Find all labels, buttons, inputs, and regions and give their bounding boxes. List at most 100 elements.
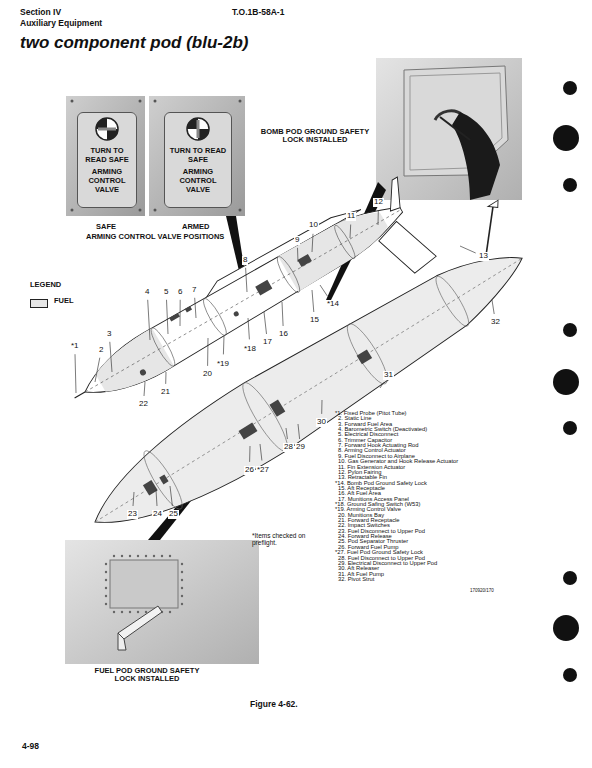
page-number: 4-98: [22, 742, 39, 751]
callout-number: *14: [326, 300, 340, 309]
leader-line: [321, 400, 322, 414]
callout-number: *27: [256, 466, 270, 475]
fuel-pod-drawing-g-rect: [143, 480, 158, 495]
placard-text: TURN TO READ SAFE: [81, 147, 133, 164]
valve-dial: [187, 118, 209, 140]
callout-number: 26: [244, 466, 255, 475]
fuel-pod-lock-photo: [65, 540, 259, 664]
fuel-pod-lock-photo-g: [105, 555, 183, 613]
fuel-pod-lock-photo-g-circle: [181, 603, 183, 605]
callout-number: 5: [163, 288, 169, 297]
fuel-pod-lock-photo-g-circle: [129, 555, 131, 557]
fuel-pod-lock-photo-rect: [110, 560, 178, 608]
bomb-pod-drawing-path: [375, 213, 438, 281]
callout-number: 16: [278, 330, 289, 339]
fuel-pod-lock-photo-g-circle: [113, 555, 115, 557]
arming-valve-photos-g-circle: [71, 209, 74, 212]
leader-line: [223, 336, 225, 354]
leader-line: [144, 382, 145, 396]
callout-number: 20: [202, 370, 213, 379]
valve-dial-path: [187, 118, 209, 140]
leader-line: [207, 338, 208, 366]
callout-number: 24: [152, 510, 163, 519]
valve-dial-circle: [96, 118, 118, 140]
arming-valve-photos-g-circle: [139, 100, 142, 103]
fuel-pod-lock-photo-g-circle: [121, 611, 123, 613]
fuel-pod-drawing-path: [74, 224, 543, 556]
legend-heading: LEGEND: [30, 281, 61, 289]
arming-valve-photos-g-circle: [239, 100, 242, 103]
legend-swatch: [30, 299, 48, 308]
callout-number: 25: [168, 510, 179, 519]
arming-valve-photos-g: [71, 100, 242, 212]
leader-line: [165, 372, 166, 384]
photo-caption: FUEL POD GROUND SAFETY LOCK INSTALLED: [92, 667, 202, 684]
callout-number: 4: [144, 288, 150, 297]
photo-caption: ARMING CONTROL VALVE POSITIONS: [86, 233, 224, 241]
leader-line: [312, 290, 314, 312]
bomb-pod-lock-photo-path: [440, 117, 470, 140]
leader-lines: [75, 211, 494, 506]
fuel-pod-lock-photo-g-circle: [137, 555, 139, 557]
fuel-pod-lock-photo-g-circle: [169, 555, 171, 557]
leader-line: [75, 354, 76, 393]
fuel-pod-lock-photo-path: [118, 633, 126, 650]
fuel-pod-drawing: [62, 200, 551, 556]
photo-caption: BOMB POD GROUND SAFETY LOCK INSTALLED: [255, 128, 375, 145]
bomb-pod-drawing-path: [377, 177, 411, 213]
callout-number: 22: [138, 400, 149, 409]
fuel-pod-lock-photo-g-circle: [105, 571, 107, 573]
fuel-pod-lock-photo-g-circle: [105, 579, 107, 581]
arming-valve-photos-rect: [149, 96, 245, 216]
binder-holes-circle: [563, 421, 577, 435]
leader-line: [282, 302, 283, 326]
callout-number: 30: [316, 418, 327, 427]
callout-number: 12: [373, 198, 384, 207]
fuel-pod-lock-photo-g-circle: [181, 579, 183, 581]
arming-valve-photos-g-circle: [154, 100, 157, 103]
leader-line: [264, 312, 267, 334]
fuel-pod-drawing-g-rect: [159, 474, 168, 484]
fuel-pod-drawing-g-line: [95, 258, 522, 522]
photo-label: SAFE: [96, 223, 116, 231]
bomb-pod-drawing-g-circle: [233, 311, 240, 318]
arming-valve-photos: [66, 96, 245, 216]
leader-line: [167, 300, 169, 334]
arming-valve-photos-g-circle: [139, 209, 142, 212]
section-label: Auxiliary Equipment: [20, 19, 102, 28]
bomb-pod-drawing-g-rect: [255, 280, 272, 296]
binder-holes-circle: [563, 323, 577, 337]
placard-text: ARMING CONTROL VALVE: [81, 168, 133, 194]
fuel-pod-drawing-path: [488, 200, 501, 211]
binder-holes-circle: [553, 615, 579, 641]
callout-number: *19: [216, 360, 230, 369]
bomb-pod-drawing-g-circle: [139, 368, 147, 376]
leader-line: [492, 300, 494, 314]
bomb-pod-drawing-g-rect: [185, 306, 192, 312]
fuel-pod-drawing-g-rect: [269, 400, 285, 417]
placard-text: ARMING CONTROL VALVE: [168, 168, 228, 194]
leader-line: [156, 490, 157, 506]
reference-code: 170920/170: [470, 589, 494, 594]
valve-dial-circle: [187, 118, 209, 140]
leader-line: [380, 382, 384, 388]
valve-dial-path: [96, 118, 118, 140]
callout-number: 3: [106, 330, 112, 339]
leader-line: [170, 486, 172, 506]
fuel-pod-lock-photo-g-circle: [145, 555, 147, 557]
binder-holes-circle: [563, 178, 577, 192]
section-label: Section IV: [20, 8, 61, 17]
fuel-pod-lock-photo-path: [118, 606, 162, 639]
valve-dial-rect: [98, 128, 116, 131]
fuel-pod-lock-photo-g-circle: [153, 555, 155, 557]
fuel-pod-lock-photo-g-circle: [105, 587, 107, 589]
callout-number: 32: [490, 318, 501, 327]
placard-plate: [77, 112, 137, 208]
arming-valve-photos-rect: [66, 96, 145, 216]
document-number: T.O.1B-58A-1: [232, 8, 284, 17]
photo-label: ARMED: [182, 223, 210, 231]
placard-plate: [164, 112, 232, 208]
fuel-pod-lock-photo-g-circle: [181, 595, 183, 597]
fuel-pod-drawing-g-rect: [357, 349, 372, 364]
